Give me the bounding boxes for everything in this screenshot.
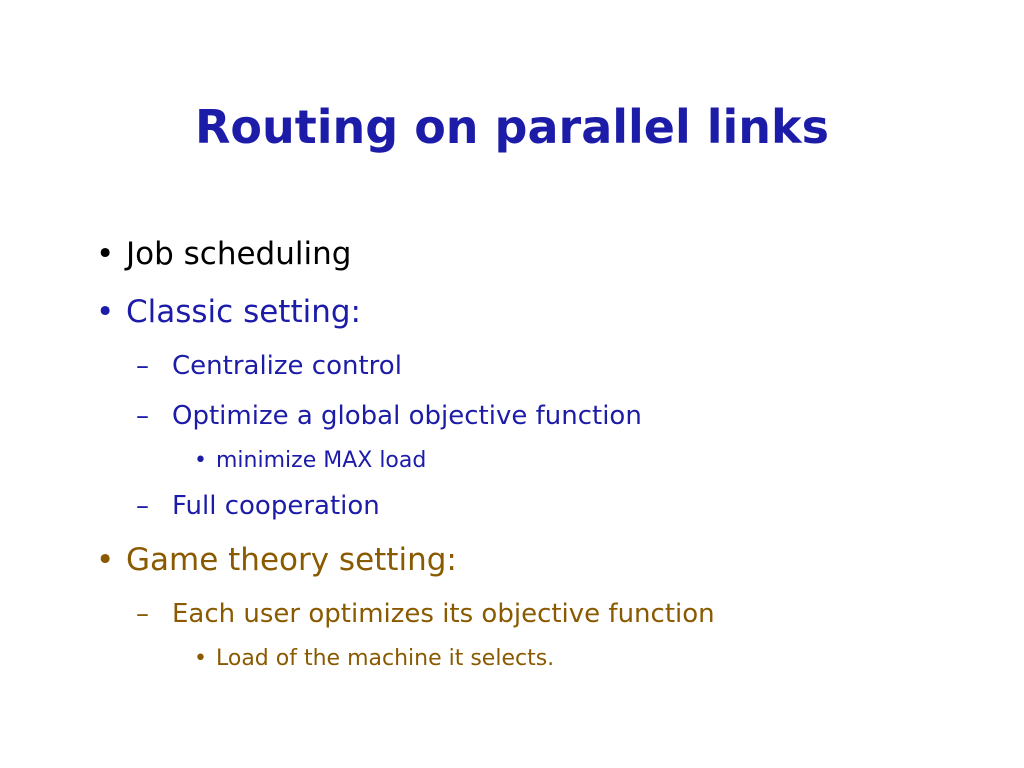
dash-marker: –	[136, 401, 149, 431]
subbullet-centralize-control: – Centralize control	[90, 341, 990, 391]
subbullet-full-cooperation: – Full cooperation	[90, 481, 990, 531]
bullet-text: Optimize a global objective function	[172, 401, 642, 431]
subsubbullet-minimize-max-load: • minimize MAX load	[90, 441, 990, 481]
bullet-marker: •	[96, 236, 115, 272]
bullet-marker: •	[194, 646, 207, 671]
bullet-list: • Job scheduling • Classic setting: – Ce…	[90, 225, 990, 679]
bullet-text: Full cooperation	[172, 491, 380, 521]
bullet-text: Classic setting:	[126, 294, 361, 330]
bullet-text: Each user optimizes its objective functi…	[172, 599, 715, 629]
bullet-text: Game theory setting:	[126, 542, 457, 578]
bullet-game-theory-setting: • Game theory setting:	[90, 531, 990, 589]
dash-marker: –	[136, 491, 149, 521]
bullet-text: Load of the machine it selects.	[216, 646, 555, 671]
slide-title: Routing on parallel links	[194, 100, 830, 154]
subbullet-optimize-global: – Optimize a global objective function	[90, 391, 990, 441]
bullet-text: Job scheduling	[126, 236, 352, 272]
bullet-job-scheduling: • Job scheduling	[90, 225, 990, 283]
bullet-marker: •	[96, 542, 115, 578]
bullet-text: minimize MAX load	[216, 448, 427, 473]
bullet-marker: •	[96, 294, 115, 330]
bullet-classic-setting: • Classic setting:	[90, 283, 990, 341]
dash-marker: –	[136, 599, 149, 629]
dash-marker: –	[136, 351, 149, 381]
bullet-marker: •	[194, 448, 207, 473]
bullet-text: Centralize control	[172, 351, 402, 381]
subbullet-each-user-optimizes: – Each user optimizes its objective func…	[90, 589, 990, 639]
subsubbullet-load-of-machine: • Load of the machine it selects.	[90, 639, 990, 679]
